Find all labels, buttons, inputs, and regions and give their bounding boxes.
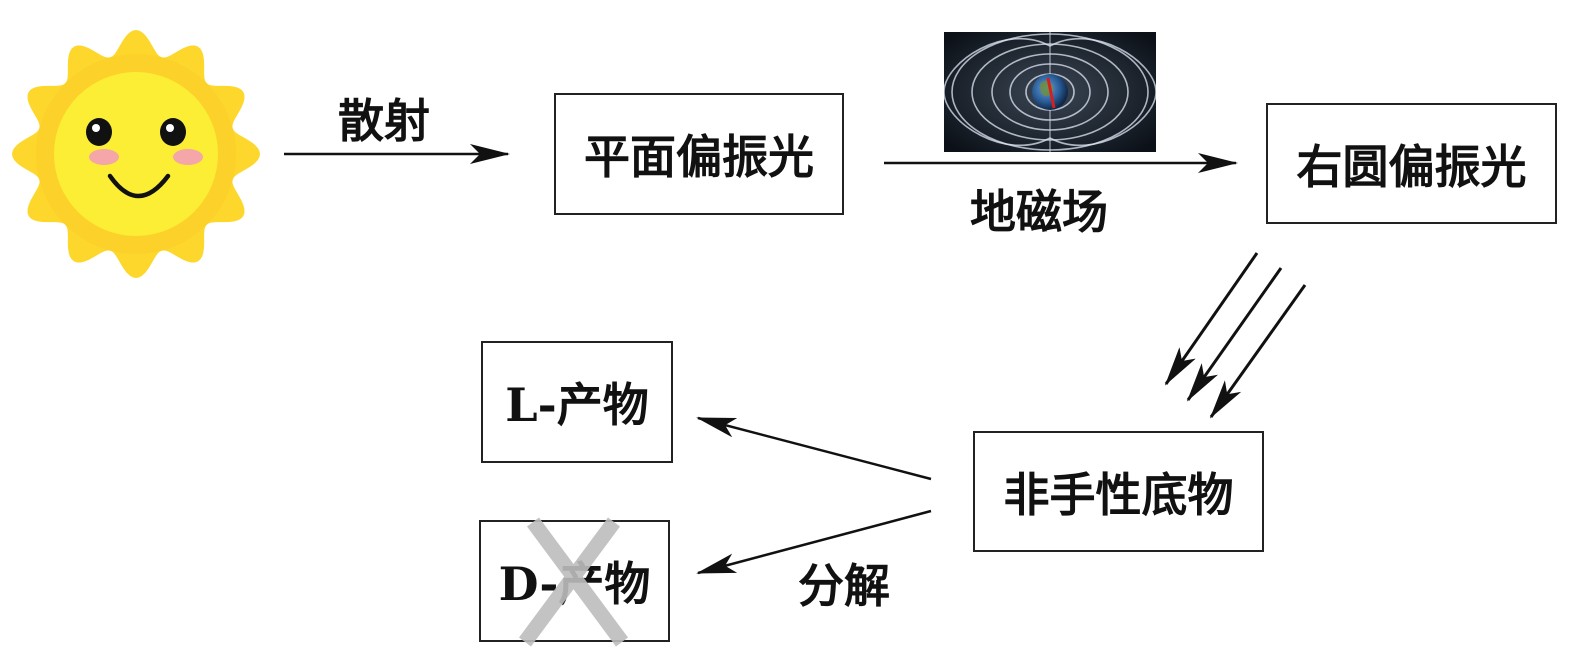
cross-mark-icon — [518, 517, 629, 647]
decomposition-label: 分解 — [798, 559, 890, 613]
earth-magnetic-field-icon — [944, 32, 1156, 152]
sun-icon — [12, 30, 260, 278]
achiral-substrate-box: 非手性底物 — [973, 431, 1264, 552]
light-ray-arrow-1 — [1164, 252, 1259, 386]
plane-polarized-light-label: 平面偏振光 — [584, 130, 814, 184]
achiral-substrate-label: 非手性底物 — [1003, 467, 1234, 522]
l-product-box: L-产物 — [481, 341, 673, 463]
l-product-label: L-产物 — [505, 378, 649, 432]
plane-polarized-light-box: 平面偏振光 — [554, 93, 844, 215]
scattering-label: 散射 — [338, 94, 430, 148]
right-circular-polarized-light-box: 右圆偏振光 — [1266, 103, 1557, 224]
to-l-product-arrow — [696, 416, 932, 481]
light-ray-arrow-3 — [1209, 284, 1307, 419]
light-ray-arrow-2 — [1186, 267, 1283, 402]
right-circular-polarized-light-label: 右圆偏振光 — [1296, 139, 1527, 194]
to-d-product-arrow — [696, 509, 932, 575]
geomagnetic-field-label: 地磁场 — [970, 185, 1108, 239]
